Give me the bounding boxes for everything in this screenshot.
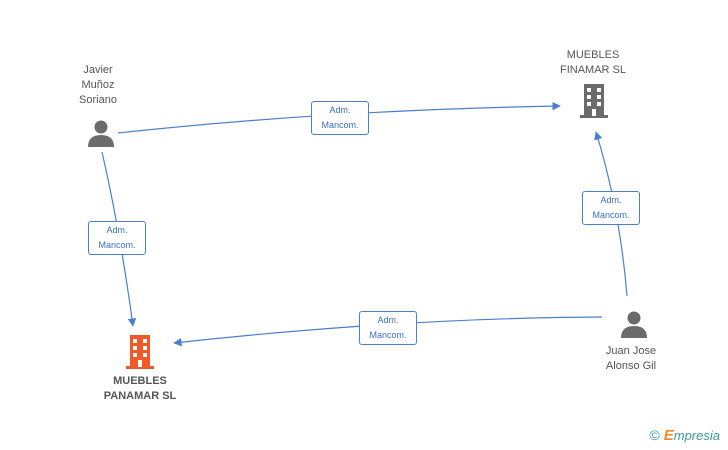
edge-label-juan-finamar: Adm.Mancom.: [582, 191, 640, 225]
building-icon[interactable]: [124, 335, 156, 369]
person-name-javier: Javier Muñoz Soriano: [79, 64, 117, 106]
edge-label-juan-panamar: Adm.Mancom.: [359, 311, 417, 345]
brand-initial: E: [663, 427, 674, 444]
edge-label-javier-panamar: Adm.Mancom.: [88, 221, 146, 255]
company-name-panamar: MUEBLES PANAMAR SL: [103, 375, 177, 402]
copyright-symbol: ©: [649, 427, 660, 443]
building-icon[interactable]: [578, 84, 610, 118]
person-icon[interactable]: [86, 118, 116, 148]
person-name-juan: Juan Jose Alonso Gil: [605, 345, 657, 372]
company-name-finamar: MUEBLES FINAMAR SL: [559, 49, 626, 76]
brand-rest: mpresia: [673, 428, 720, 443]
person-icon[interactable]: [619, 309, 649, 339]
empresia-logo: ©Empresia: [649, 427, 720, 444]
edge-label-javier-finamar: Adm.Mancom.: [311, 101, 369, 135]
